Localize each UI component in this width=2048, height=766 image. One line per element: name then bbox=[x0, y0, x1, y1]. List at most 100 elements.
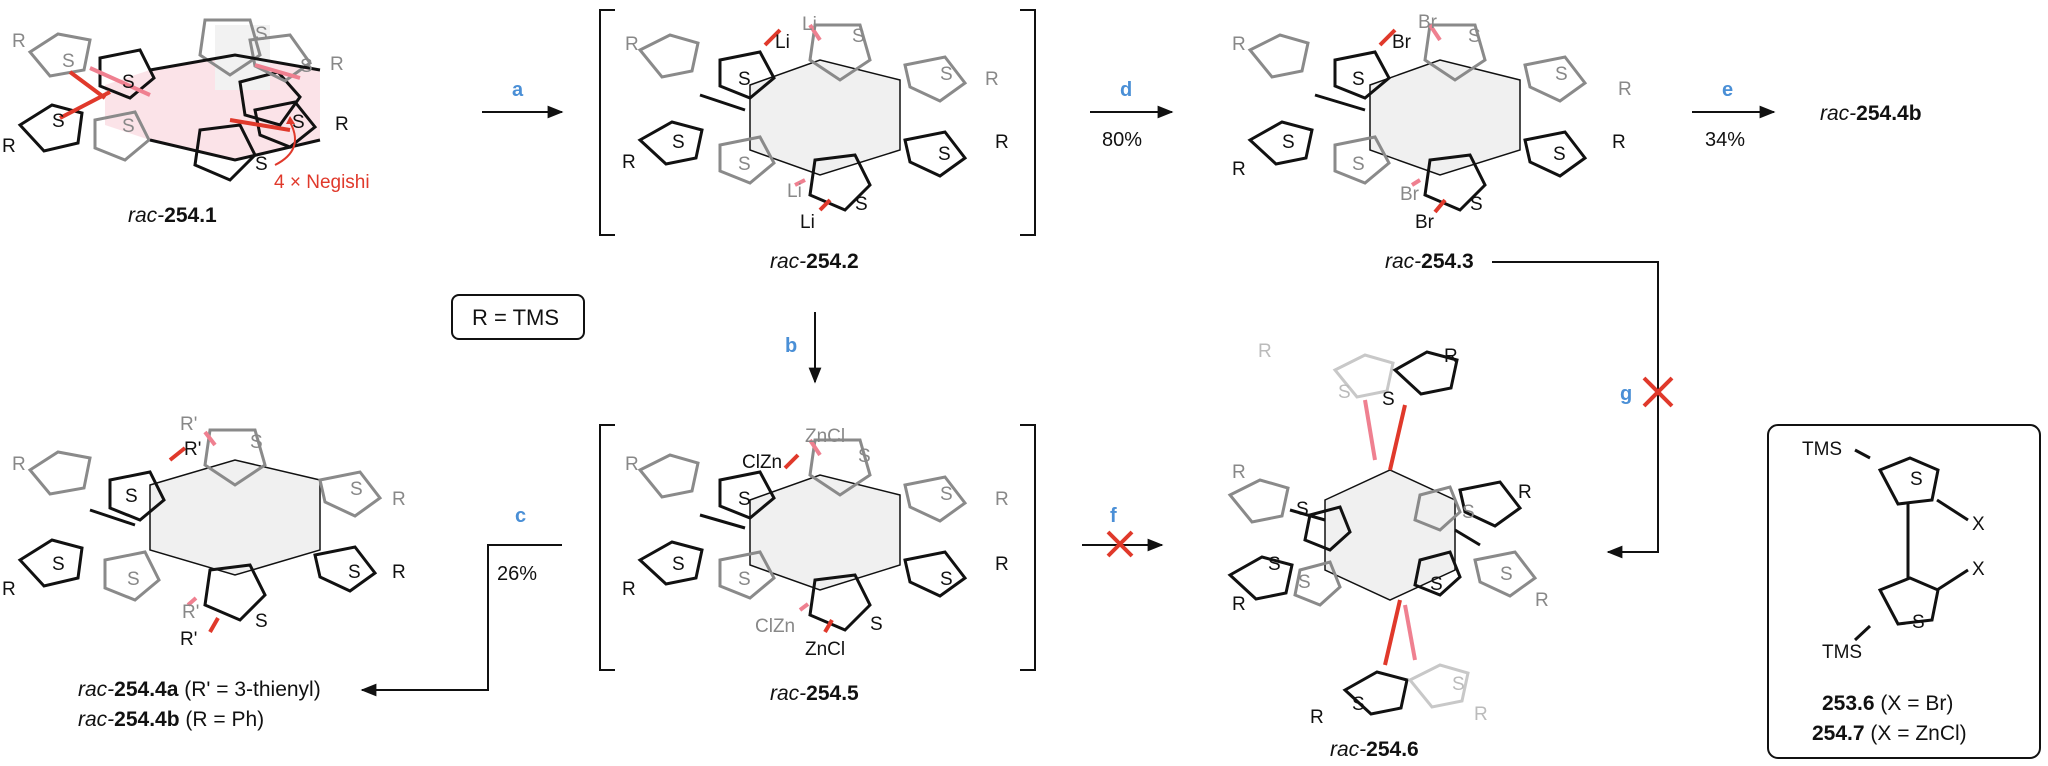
step-yield-d: 80% bbox=[1102, 129, 1142, 151]
sulfur-atom: S bbox=[738, 569, 751, 590]
step-d: d 80% bbox=[1090, 79, 1174, 151]
step-yield-e: 34% bbox=[1705, 129, 1745, 151]
molecule-254-2: R S R S S Li Li S Li Li S S R S R rac-25… bbox=[599, 9, 1036, 273]
sulfur-atom: S bbox=[292, 112, 305, 133]
step-label-d: d bbox=[1120, 79, 1132, 101]
sulfur-atom: S bbox=[1352, 69, 1365, 90]
step-label-f: f bbox=[1110, 505, 1117, 527]
sulfur-atom: S bbox=[1910, 469, 1923, 490]
zinc-chloride-group: ZnCl bbox=[805, 426, 845, 447]
molecule-254-3: R S R S S Br Br S Br Br S S R S R rac-25… bbox=[1232, 12, 1632, 273]
sulfur-atom: S bbox=[940, 569, 953, 590]
sulfur-atom: S bbox=[938, 144, 951, 165]
r-substituent: R bbox=[2, 579, 16, 600]
sulfur-atom: S bbox=[1338, 382, 1351, 403]
zinc-chloride-group: ZnCl bbox=[805, 639, 845, 660]
sulfur-atom: S bbox=[122, 72, 135, 93]
r-substituent: R bbox=[2, 136, 16, 157]
x-substituent: X bbox=[1972, 559, 1985, 580]
r-definition: R = TMS bbox=[472, 305, 559, 330]
r-substituent: R bbox=[12, 31, 26, 52]
r-substituent: R bbox=[622, 152, 636, 173]
r-substituent: R bbox=[1232, 34, 1246, 55]
sulfur-atom: S bbox=[122, 116, 135, 137]
r-substituent: R bbox=[392, 562, 406, 583]
r-substituent: R bbox=[335, 114, 349, 135]
sulfur-atom: S bbox=[852, 26, 865, 47]
sulfur-atom: S bbox=[1352, 694, 1365, 715]
compound-label-254-3: rac-254.3 bbox=[1385, 250, 1474, 273]
sulfur-atom: S bbox=[1555, 64, 1568, 85]
molecule-254-4: R S R S S R' R' S R' R' S S R S R rac-25… bbox=[2, 414, 406, 731]
step-a: a bbox=[482, 79, 564, 119]
step-e: e 34% rac-254.4b bbox=[1692, 79, 1922, 151]
tms-group: TMS bbox=[1822, 642, 1862, 663]
sulfur-atom: S bbox=[738, 154, 751, 175]
r-substituent: R bbox=[12, 454, 26, 475]
r-substituent: R bbox=[1474, 704, 1488, 725]
rprime-substituent: R' bbox=[184, 439, 201, 460]
step-b: b bbox=[785, 312, 822, 384]
step-label-b: b bbox=[785, 335, 797, 357]
sulfur-atom: S bbox=[255, 154, 268, 175]
sulfur-atom: S bbox=[250, 432, 263, 453]
step-yield-c: 26% bbox=[497, 563, 537, 585]
sulfur-atom: S bbox=[1352, 154, 1365, 175]
molecule-254-1: R S S R S S S S S R S R 4 × Negishi rac-… bbox=[2, 18, 370, 227]
compound-label-254-2: rac-254.2 bbox=[770, 250, 859, 273]
r-substituent: R bbox=[622, 579, 636, 600]
inset-box: TMS S X X S TMS 253.6 (X = Br) 254.7 (X … bbox=[1767, 424, 2041, 759]
zinc-chloride-group: ClZn bbox=[742, 452, 782, 473]
compound-label-254-4a: rac-254.4a (R' = 3-thienyl) bbox=[78, 678, 321, 701]
sulfur-atom: S bbox=[1553, 144, 1566, 165]
compound-label-254-4b-product: rac-254.4b bbox=[1820, 102, 1922, 125]
sulfur-atom: S bbox=[858, 446, 871, 467]
rprime-substituent: R' bbox=[180, 414, 197, 435]
sulfur-atom: S bbox=[1268, 554, 1281, 575]
sulfur-atom: S bbox=[1430, 574, 1443, 595]
negishi-annotation: 4 × Negishi bbox=[274, 172, 370, 193]
r-substituent: R bbox=[1232, 159, 1246, 180]
sulfur-atom: S bbox=[52, 111, 65, 132]
tms-group: TMS bbox=[1802, 439, 1842, 460]
sulfur-atom: S bbox=[127, 569, 140, 590]
r-substituent: R bbox=[995, 554, 1009, 575]
inset-label-253-6: 253.6 (X = Br) bbox=[1822, 692, 1953, 715]
r-substituent: R bbox=[1232, 462, 1246, 483]
sulfur-atom: S bbox=[1470, 194, 1483, 215]
bromine-atom: Br bbox=[1418, 12, 1438, 33]
compound-label-254-6: rac-254.6 bbox=[1330, 738, 1419, 761]
lithium-atom: Li bbox=[800, 212, 815, 233]
r-substituent: R bbox=[985, 69, 999, 90]
bromine-atom: Br bbox=[1400, 184, 1420, 205]
sulfur-atom: S bbox=[1382, 389, 1395, 410]
sulfur-atom: S bbox=[738, 489, 751, 510]
r-substituent: R bbox=[330, 54, 344, 75]
lithium-atom: Li bbox=[802, 14, 817, 35]
sulfur-atom: S bbox=[1452, 674, 1465, 695]
r-substituent: R bbox=[1258, 341, 1272, 362]
sulfur-atom: S bbox=[1462, 502, 1475, 523]
sulfur-atom: S bbox=[52, 554, 65, 575]
lithium-atom: Li bbox=[787, 181, 802, 202]
sulfur-atom: S bbox=[940, 484, 953, 505]
rprime-substituent: R' bbox=[182, 602, 199, 623]
sulfur-atom: S bbox=[1298, 572, 1311, 593]
bromine-atom: Br bbox=[1415, 212, 1435, 233]
step-f: f bbox=[1082, 505, 1164, 558]
step-label-c: c bbox=[515, 505, 526, 527]
r-substituent: R bbox=[995, 489, 1009, 510]
sulfur-atom: S bbox=[255, 611, 268, 632]
sulfur-atom: S bbox=[738, 69, 751, 90]
step-c: c 26% bbox=[360, 505, 562, 697]
compound-label-254-1: rac-254.1 bbox=[128, 204, 217, 227]
r-substituent: R bbox=[1310, 707, 1324, 728]
inset-label-254-7: 254.7 (X = ZnCl) bbox=[1812, 722, 1967, 745]
sulfur-atom: S bbox=[870, 614, 883, 635]
step-label-e: e bbox=[1722, 79, 1733, 101]
rprime-substituent: R' bbox=[180, 629, 197, 650]
sulfur-atom: S bbox=[1912, 612, 1925, 633]
sulfur-atom: S bbox=[348, 562, 361, 583]
bromine-atom: Br bbox=[1392, 32, 1412, 53]
